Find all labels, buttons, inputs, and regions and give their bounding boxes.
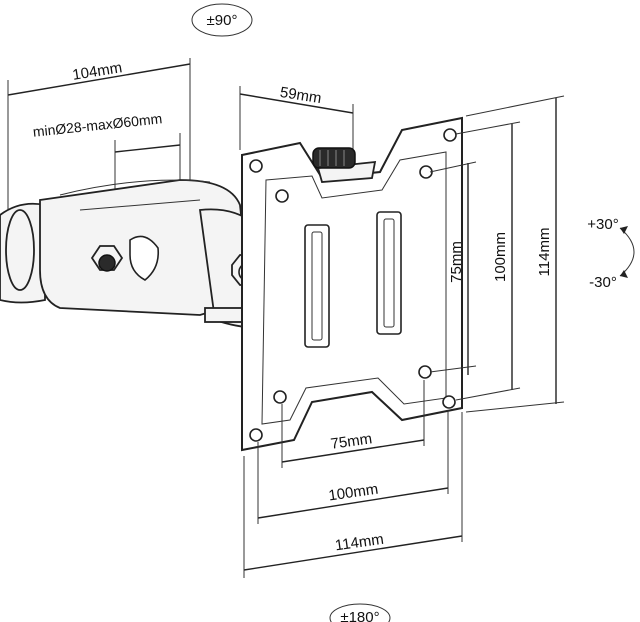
- rotate-bottom-label: ±180°: [340, 609, 379, 622]
- vesa-75-vertical-label: 75mm: [448, 241, 465, 283]
- tilt-knob: [312, 147, 377, 183]
- vesa-hole: [275, 189, 289, 203]
- vesa-hole: [249, 159, 263, 173]
- vesa-100-vertical-label: 100mm: [492, 232, 509, 282]
- clamp-range-label: minØ28-maxØ60mm: [32, 110, 163, 139]
- tilt-down-label: -30°: [589, 274, 617, 291]
- tilt-up-label: +30°: [587, 216, 618, 233]
- knob-offset-label: 59mm: [279, 84, 323, 107]
- vesa-hole: [249, 428, 263, 442]
- rotate-top-label: ±90°: [207, 12, 238, 29]
- vesa-100-horizontal-label: 100mm: [327, 481, 379, 505]
- vesa-hole: [442, 395, 456, 409]
- vesa-hole: [273, 390, 287, 404]
- knob-offset-dimension: 59mm: [239, 84, 354, 150]
- vertical-dimensions: 75mm 100mm 114mm: [429, 95, 565, 413]
- horizontal-dimensions: 75mm 100mm 114mm: [243, 380, 463, 578]
- vesa-plate: [241, 116, 463, 452]
- vesa-75-horizontal-label: 75mm: [330, 430, 374, 453]
- vesa-hole: [443, 128, 457, 142]
- vesa-114-vertical-label: 114mm: [536, 228, 553, 277]
- rotation-badge-bottom: ±180°: [329, 603, 391, 622]
- tilt-indicator: +30° -30°: [587, 216, 635, 291]
- rotation-badge-top: ±90°: [191, 3, 253, 37]
- vesa-hole: [418, 365, 432, 379]
- vesa-114-horizontal-label: 114mm: [334, 531, 385, 555]
